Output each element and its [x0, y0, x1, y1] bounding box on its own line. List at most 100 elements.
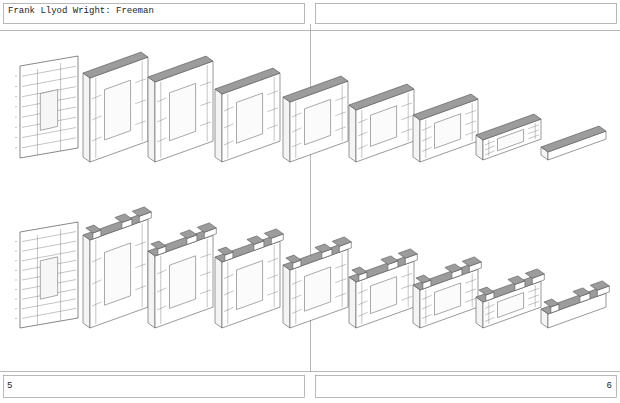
model-line: [465, 121, 476, 125]
model-line: [361, 282, 362, 324]
model-line: [267, 125, 278, 129]
model-line: [335, 97, 346, 101]
model-face: [541, 126, 606, 152]
model-line: [95, 78, 96, 158]
model-line: [15, 308, 17, 309]
model-face: [86, 225, 101, 233]
model-line: [292, 143, 302, 147]
model-face: [40, 257, 57, 299]
model-line: [157, 288, 167, 292]
model-line: [157, 270, 167, 274]
model-line: [401, 273, 412, 277]
model-face: [479, 287, 494, 295]
model-face: [305, 267, 331, 311]
model-line: [422, 126, 432, 130]
model-line: [472, 273, 473, 307]
model-face: [435, 283, 461, 315]
model-face: [283, 244, 348, 270]
model-line: [267, 275, 278, 279]
model-line: [157, 306, 167, 310]
model-line: [528, 295, 539, 299]
model-line: [22, 128, 76, 138]
model-line: [15, 318, 17, 319]
model-line: [200, 102, 211, 106]
model-line: [224, 307, 234, 311]
model-line: [22, 138, 76, 148]
model-line: [528, 135, 539, 139]
model-line: [22, 66, 76, 76]
model-face: [381, 256, 398, 265]
model-face: [180, 230, 197, 239]
model-face: [476, 297, 483, 328]
model-line: [60, 63, 61, 151]
model-face: [115, 214, 132, 223]
model-line: [425, 290, 426, 324]
model-face: [590, 281, 609, 290]
model-line: [465, 131, 476, 135]
model-line: [224, 107, 234, 111]
model-line: [488, 302, 489, 324]
model-line: [15, 289, 17, 290]
model-face: [20, 56, 78, 158]
model-line: [22, 232, 76, 242]
model-line: [15, 147, 17, 148]
model-line: [160, 256, 161, 324]
model-face: [544, 299, 559, 307]
model-line: [465, 289, 476, 293]
model-face: [283, 97, 290, 162]
model-face: [247, 236, 264, 245]
model-line: [401, 296, 412, 300]
model-line: [535, 285, 536, 307]
model-face: [445, 264, 462, 273]
model-line: [358, 301, 368, 305]
model-line: [135, 100, 146, 104]
model-line: [207, 65, 208, 141]
model-line: [274, 77, 275, 141]
model-line: [335, 127, 346, 131]
model-line: [292, 113, 302, 117]
model-line: [465, 298, 476, 302]
model-line: [274, 245, 275, 307]
model-line: [267, 291, 278, 295]
model-line: [15, 280, 17, 281]
model-face: [349, 277, 356, 328]
model-line: [15, 127, 17, 128]
model-line: [135, 242, 146, 246]
model-face: [508, 276, 525, 285]
model-line: [295, 270, 296, 324]
model-face: [413, 285, 420, 328]
model-face: [148, 230, 213, 256]
model-face: [352, 267, 367, 275]
model-line: [200, 254, 211, 258]
model-line: [92, 258, 102, 262]
model-face: [541, 288, 606, 314]
model-line: [224, 124, 234, 128]
model-line: [358, 145, 368, 149]
model-line: [422, 305, 432, 309]
model-line: [485, 151, 495, 155]
model-line: [535, 123, 536, 139]
model-line: [157, 138, 167, 142]
model-face: [413, 264, 478, 290]
model-face: [83, 214, 148, 240]
model-line: [224, 291, 234, 295]
model-line: [267, 108, 278, 112]
model-face: [170, 83, 196, 140]
model-face: [20, 222, 78, 328]
model-line: [485, 141, 495, 145]
model-line: [15, 96, 17, 97]
model-line: [135, 286, 146, 290]
model-face: [90, 219, 148, 328]
model-line: [37, 69, 38, 155]
model-face: [215, 68, 280, 94]
model-line: [342, 253, 343, 307]
model-line: [292, 295, 302, 299]
model-line: [22, 76, 76, 86]
model-line: [361, 110, 362, 158]
model-line: [335, 279, 346, 283]
model-line: [358, 312, 368, 316]
model-line: [15, 76, 17, 77]
model-face: [413, 94, 478, 120]
model-line: [15, 260, 17, 261]
